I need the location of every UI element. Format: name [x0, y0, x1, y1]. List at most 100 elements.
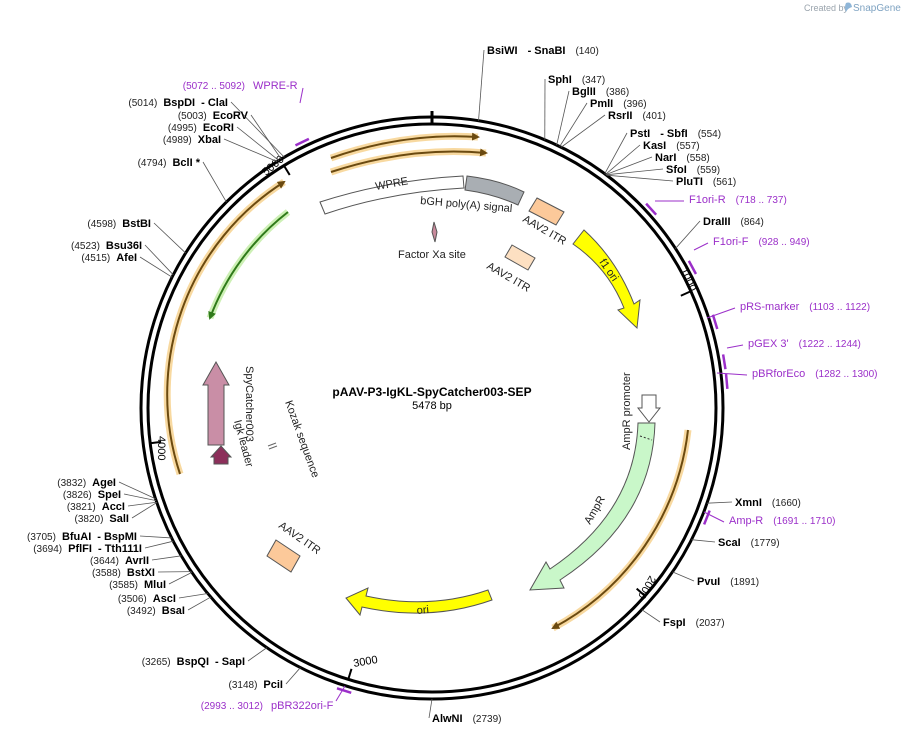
plasmid-name: pAAV-P3-IgKL-SpyCatcher003-SEP	[332, 385, 531, 399]
enzyme-leader-line	[606, 174, 674, 182]
enzyme-position: (347)	[582, 75, 605, 86]
enzyme-leader-line	[230, 101, 285, 158]
feature-aav2-itr-2	[504, 244, 536, 271]
enzyme-site-pluti: PluTI(561)	[676, 176, 736, 188]
enzyme-position: (864)	[741, 217, 764, 228]
enzyme-leader-line	[187, 596, 211, 611]
enzyme-name: Bsu36I	[106, 240, 142, 252]
enzyme-site-avrii: (3644)AvrII	[90, 555, 149, 567]
primer-range: (1103 .. 1122)	[809, 302, 870, 313]
enzyme-position: (4794)	[138, 158, 167, 169]
enzyme-position: (554)	[698, 129, 721, 140]
enzyme-leader-line	[236, 126, 280, 161]
enzyme-site-fspi: FspI (2037)	[663, 617, 725, 629]
enzyme-leader-line	[151, 555, 182, 561]
enzyme-site-scai: ScaI (1779)	[718, 537, 780, 549]
enzyme-site-nari: NarI(558)	[655, 152, 710, 164]
primer-leader-line	[299, 87, 304, 104]
primer-name: pBRforEco	[752, 368, 805, 380]
enzyme-leader-line	[606, 168, 664, 176]
enzyme-name: BglII	[572, 86, 596, 98]
primer-binding-mark	[702, 510, 711, 525]
enzyme-position: (4515)	[81, 253, 110, 264]
primer-prs-marker: pRS-marker(1103 .. 1122)	[706, 301, 870, 330]
enzyme-name: BfuAI	[62, 531, 91, 543]
enzyme-name: PflFI	[68, 543, 92, 555]
enzyme-position: (561)	[713, 177, 736, 188]
primer-range: (1691 .. 1710)	[773, 516, 835, 527]
enzyme-name: FspI	[663, 617, 686, 629]
feature-ampr	[529, 422, 656, 591]
primer-leader-line	[693, 242, 709, 251]
primer-range: (718 .. 737)	[736, 195, 787, 206]
enzyme-position: (3506)	[118, 594, 147, 605]
enzyme-site-bglii: BglII(386)	[572, 86, 629, 98]
enzyme-leader-line	[560, 114, 606, 148]
feature-f1-ori	[572, 229, 641, 330]
primer-binding-mark	[687, 260, 698, 275]
primer-pbrforeco: pBRforEco(1282 .. 1300)	[716, 368, 877, 389]
enzyme-leader-line	[153, 222, 186, 254]
enzyme-name: AlwNI	[432, 713, 463, 725]
enzyme-position: (4995)	[168, 123, 197, 134]
ruler-tick	[283, 165, 291, 176]
enzyme-leader-line	[559, 102, 588, 147]
primer-binding-mark	[721, 354, 727, 370]
enzyme-site-pflfi: (3694) PflFI - Tth111I	[33, 543, 142, 555]
enzyme-leader-line	[428, 698, 433, 719]
primer-name: F1ori-F	[713, 236, 749, 248]
enzyme-site-mlui: (3585)MluI	[109, 579, 166, 591]
enzyme-position: (396)	[623, 99, 646, 110]
enzyme-site-rsrii: RsrII(401)	[608, 110, 666, 122]
enzyme-name: BspDI	[163, 97, 195, 109]
enzyme-name-2: - SbfI	[660, 128, 688, 140]
enzyme-site-bfuai: (3705)BfuAI- BspMI	[27, 531, 137, 543]
enzyme-site-alwni: AlwNI (2739)	[432, 713, 501, 725]
enzyme-name: AfeI	[116, 252, 137, 264]
orf-arrow	[166, 180, 286, 475]
enzyme-position: (1779)	[751, 538, 780, 549]
feature-aav2-itr-1	[528, 197, 565, 226]
enzyme-name: ScaI	[718, 537, 741, 549]
enzyme-site-sali: (3820)SalI	[75, 513, 129, 525]
enzyme-position: (3820)	[75, 514, 104, 525]
enzyme-name: SpeI	[98, 489, 121, 501]
orf-arrow	[330, 132, 480, 159]
enzyme-name: SphI	[548, 74, 572, 86]
enzyme-name: XmnI	[735, 497, 762, 509]
enzyme-position: (3694)	[33, 544, 62, 555]
enzyme-position: (3644)	[90, 556, 119, 567]
primer-binding-mark	[336, 687, 352, 694]
enzyme-position: (3585)	[109, 580, 138, 591]
enzyme-name-2: - Tth111I	[98, 543, 142, 555]
ruler-tick	[680, 290, 691, 297]
enzyme-position: (2739)	[473, 714, 502, 725]
enzyme-leader-line	[223, 138, 278, 162]
enzyme-position: (2037)	[696, 618, 725, 629]
enzyme-site-bsiwi: BsiWI- SnaBI(140)	[487, 45, 599, 57]
enzyme-leader-line	[691, 539, 716, 543]
enzyme-site-bstbi: (4598)BstBI	[87, 218, 151, 230]
enzyme-site-kasi: KasI(557)	[643, 140, 700, 152]
ruler-label: 4000	[155, 436, 167, 460]
feature-kozak-tick	[268, 445, 278, 450]
enzyme-leader-line	[127, 501, 157, 507]
enzyme-name: AscI	[153, 593, 176, 605]
enzyme-site-sphi: SphI (347)	[548, 74, 605, 86]
primer-range: (2993 .. 3012)	[201, 701, 263, 712]
enzyme-site-spei: (3826) SpeI	[63, 489, 121, 501]
enzyme-leader-line	[144, 244, 174, 276]
feature-label-wpre: WPRE	[374, 175, 409, 193]
enzyme-name: XbaI	[198, 134, 221, 146]
enzyme-site-bstxi: (3588)BstXI	[92, 567, 155, 579]
enzyme-position: (3588)	[92, 568, 121, 579]
enzyme-site-afei: (4515) AfeI	[81, 252, 137, 264]
enzyme-site-psti: PstI- SbfI(554)	[630, 128, 721, 140]
enzyme-site-pmli: PmlI(396)	[590, 98, 647, 110]
enzyme-position: (3148)	[229, 680, 258, 691]
enzyme-position: (3826)	[63, 490, 92, 501]
enzyme-labels: BsiWI- SnaBI(140) SphI (347)BglII(386)PmlI…	[27, 45, 801, 725]
orf-arrow-green	[208, 211, 289, 320]
primer-binding-mark	[645, 202, 658, 216]
